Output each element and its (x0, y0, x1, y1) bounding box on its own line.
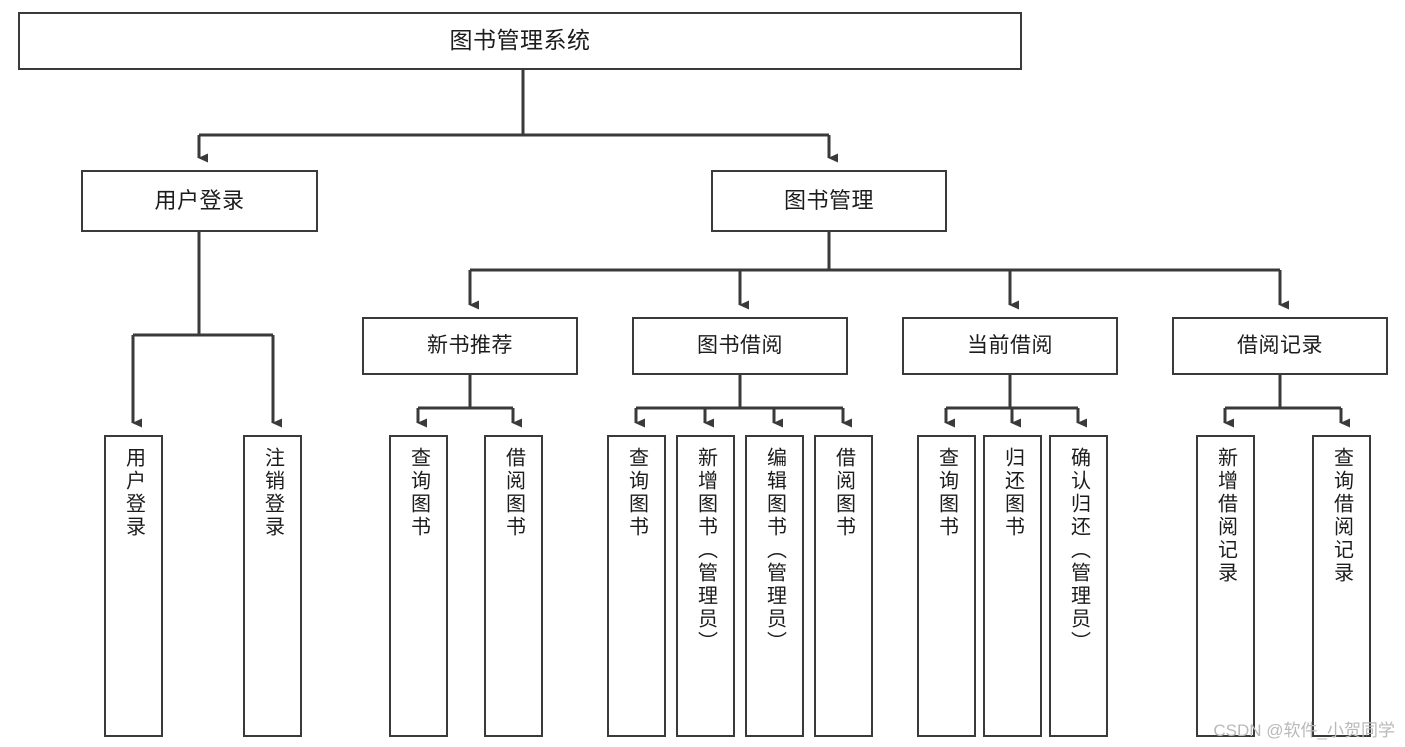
node-leaf-query-book-rec-label: 查询图书 (407, 447, 430, 539)
node-book-borrow-label: 图书借阅 (697, 333, 783, 357)
node-leaf-return-book[interactable]: 归还图书 (983, 435, 1042, 737)
node-book-manage-label: 图书管理 (783, 187, 874, 213)
node-leaf-query-record[interactable]: 查询借阅记录 (1312, 435, 1371, 737)
node-leaf-query-book-current-label: 查询图书 (935, 447, 958, 539)
node-root-label: 图书管理系统 (449, 27, 591, 54)
node-leaf-query-book-borrow[interactable]: 查询图书 (607, 435, 666, 737)
node-leaf-add-record-label: 新增借阅记录 (1214, 447, 1237, 585)
node-leaf-borrow-book-rec[interactable]: 借阅图书 (484, 435, 543, 737)
node-leaf-add-book[interactable]: 新增图书（管理员） (676, 435, 735, 737)
node-borrow-record[interactable]: 借阅记录 (1172, 317, 1388, 375)
node-leaf-query-book-current[interactable]: 查询图书 (917, 435, 976, 737)
node-leaf-borrow-book-label: 借阅图书 (832, 447, 855, 539)
node-root[interactable]: 图书管理系统 (18, 12, 1022, 70)
node-leaf-query-book-borrow-label: 查询图书 (625, 447, 648, 539)
node-leaf-query-record-label: 查询借阅记录 (1330, 447, 1353, 585)
node-leaf-add-record[interactable]: 新增借阅记录 (1196, 435, 1255, 737)
node-new-book-recommend-label: 新书推荐 (427, 333, 513, 357)
node-leaf-user-login-label: 用户登录 (122, 447, 145, 539)
node-new-book-recommend[interactable]: 新书推荐 (362, 317, 578, 375)
node-leaf-user-login[interactable]: 用户登录 (104, 435, 163, 737)
node-leaf-edit-book[interactable]: 编辑图书（管理员） (745, 435, 804, 737)
node-leaf-add-book-label: 新增图书（管理员） (694, 447, 717, 654)
node-borrow-record-label: 借阅记录 (1237, 333, 1323, 357)
node-leaf-return-book-label: 归还图书 (1001, 447, 1024, 539)
node-current-borrow[interactable]: 当前借阅 (902, 317, 1118, 375)
node-leaf-user-logout[interactable]: 注销登录 (243, 435, 302, 737)
node-leaf-borrow-book[interactable]: 借阅图书 (814, 435, 873, 737)
node-leaf-confirm-return-label: 确认归还（管理员） (1067, 447, 1090, 654)
node-book-manage[interactable]: 图书管理 (711, 170, 947, 232)
node-leaf-confirm-return[interactable]: 确认归还（管理员） (1049, 435, 1108, 737)
node-leaf-edit-book-label: 编辑图书（管理员） (763, 447, 786, 654)
node-current-borrow-label: 当前借阅 (967, 333, 1053, 357)
node-book-borrow[interactable]: 图书借阅 (632, 317, 848, 375)
node-user-login[interactable]: 用户登录 (81, 170, 318, 232)
node-user-login-label: 用户登录 (154, 187, 245, 213)
node-leaf-user-logout-label: 注销登录 (261, 447, 284, 539)
node-leaf-query-book-rec[interactable]: 查询图书 (389, 435, 448, 737)
node-leaf-borrow-book-rec-label: 借阅图书 (502, 447, 525, 539)
